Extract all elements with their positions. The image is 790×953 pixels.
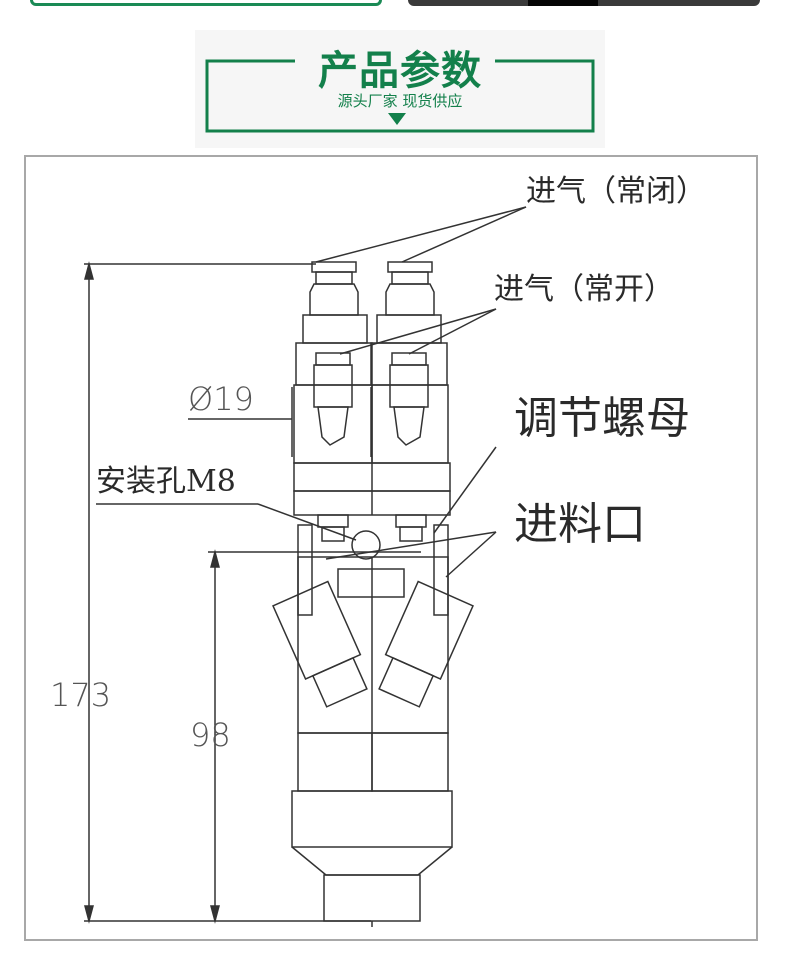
dimension-partial-height: 98 [190,716,231,754]
top-thumbnail-frame-right [408,0,760,6]
header-subtitle: 源头厂家 现货供应 [337,92,463,110]
valve-drawing [84,206,527,927]
header-title: 产品参数 [318,48,482,94]
technical-drawing: 进气（常闭） 进气（常开） 调节螺母 安装孔M8 进料口 Ø19 173 98 [24,155,758,941]
down-triangle-icon [388,113,406,125]
label-air-inlet-closed: 进气（常闭） [526,174,706,209]
top-thumbnail-frame-left [30,0,382,6]
dimension-diameter: Ø19 [188,380,254,418]
section-header: 产品参数 源头厂家 现货供应 [195,30,605,148]
header-frame-lines [195,30,605,148]
label-air-inlet-open: 进气（常开） [494,272,674,307]
label-mount-hole: 安装孔M8 [96,464,236,499]
label-adjust-nut: 调节螺母 [514,393,690,444]
dimension-total-height: 173 [50,676,112,714]
label-feed-inlet: 进料口 [514,499,646,550]
